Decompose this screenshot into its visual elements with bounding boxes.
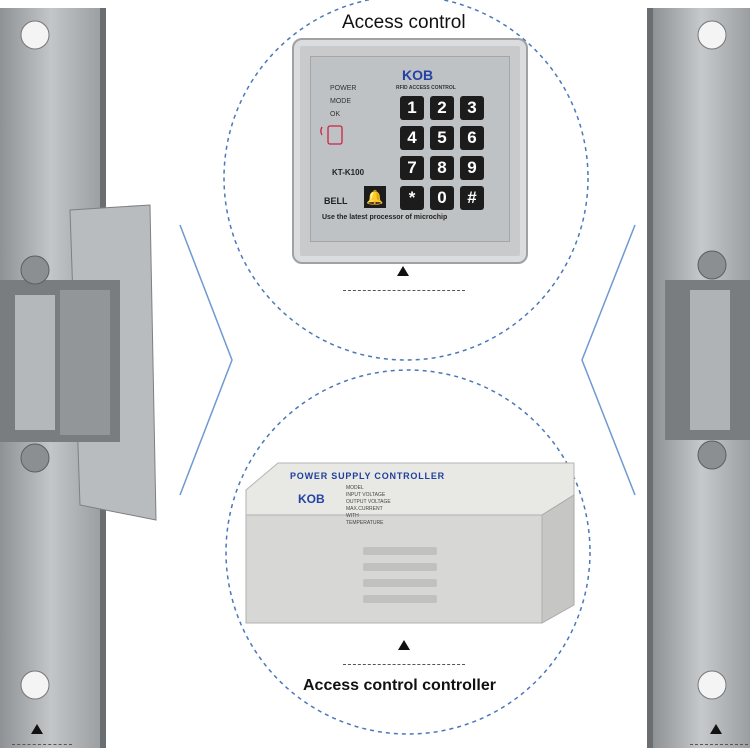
keypad-grid: 1 2 3 4 5 6 7 8 9 * 0 # [400, 96, 484, 210]
key-star[interactable]: * [400, 186, 424, 210]
right-plate-dashed-divider [690, 744, 748, 745]
bottom-dashed-circle [225, 369, 591, 735]
bottom-dashed-divider [343, 664, 465, 665]
key-9[interactable]: 9 [460, 156, 484, 180]
key-4[interactable]: 4 [400, 126, 424, 150]
bell-icon: 🔔 [364, 186, 386, 208]
key-7[interactable]: 7 [400, 156, 424, 180]
key-1[interactable]: 1 [400, 96, 424, 120]
key-3[interactable]: 3 [460, 96, 484, 120]
left-plate-dashed-divider [12, 744, 72, 745]
top-dashed-divider [343, 290, 465, 291]
bottom-circle-triangle-marker [398, 640, 410, 650]
left-door-strike-image [0, 8, 157, 748]
power-supply-title: POWER SUPPLY CONTROLLER [290, 471, 445, 481]
power-supply-box [245, 462, 575, 624]
power-supply-specs: MODEL INPUT VOLTAGE OUTPUT VOLTAGE MAX.C… [346, 485, 391, 526]
keypad-subtitle: RFID ACCESS CONTROL [396, 85, 456, 91]
right-door-strike-image [647, 8, 750, 748]
key-6[interactable]: 6 [460, 126, 484, 150]
power-supply-brand: KOB [298, 492, 325, 506]
access-control-label: Access control [342, 12, 466, 33]
key-hash[interactable]: # [460, 186, 484, 210]
key-8[interactable]: 8 [430, 156, 454, 180]
top-circle-triangle-marker [397, 266, 409, 276]
keypad-footer: Use the latest processor of microchip [322, 214, 448, 221]
left-plate-triangle-marker [31, 724, 43, 734]
key-2[interactable]: 2 [430, 96, 454, 120]
key-0[interactable]: 0 [430, 186, 454, 210]
keypad-device [292, 38, 528, 264]
card-reader-icon [320, 125, 343, 145]
right-plate-triangle-marker [710, 724, 722, 734]
top-dashed-circle [223, 0, 589, 361]
keypad-brand: KOB [402, 67, 434, 83]
keypad-indicators: POWER MODE OK [330, 85, 357, 118]
bell-label: BELL [324, 196, 348, 206]
access-control-controller-label: Access control controller [303, 677, 496, 694]
key-5[interactable]: 5 [430, 126, 454, 150]
keypad-model: KT-K100 [332, 168, 365, 177]
